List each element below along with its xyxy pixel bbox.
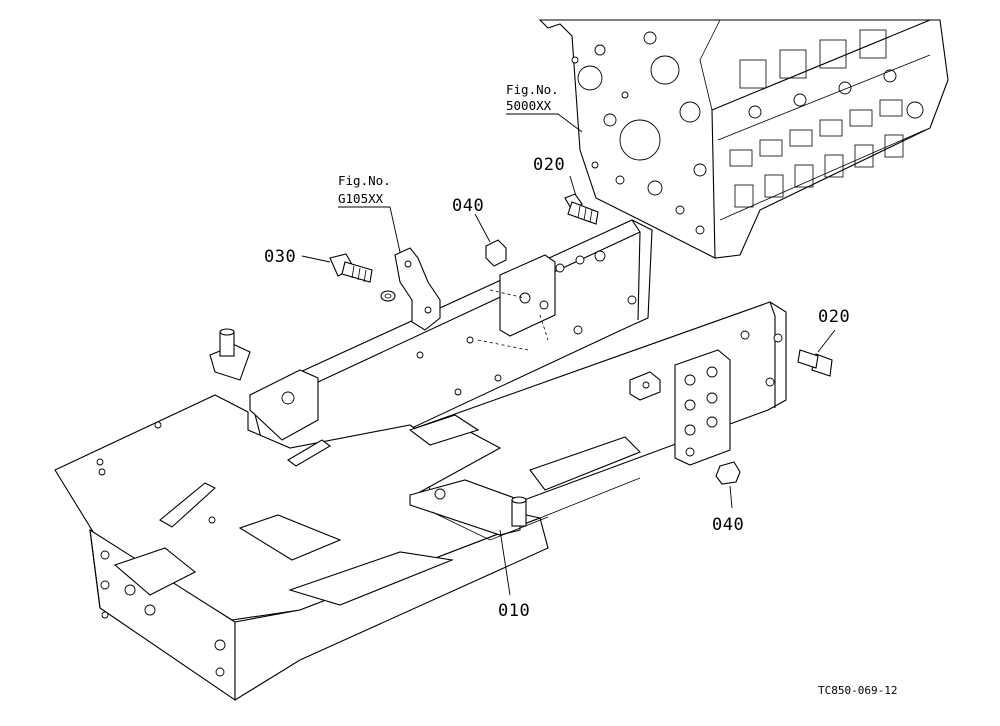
callout-020-right-label: 020 (818, 307, 850, 327)
bolt-020-top (564, 193, 599, 225)
fig-ref-engine: Fig.No. 5000XX (506, 82, 583, 133)
callout-040-bottom-label: 040 (712, 515, 744, 535)
callout-030-label: 030 (264, 247, 296, 267)
bracket-g105xx (394, 247, 441, 331)
bolt-030 (329, 253, 396, 302)
nut-040-bottom (715, 461, 741, 485)
drawing-id: TC850-069-12 (818, 684, 897, 697)
main-frame (54, 328, 549, 702)
fig-ref-engine-label: Fig.No. (506, 82, 559, 97)
callout-020-right: 020 (817, 307, 850, 353)
callout-040-bottom: 040 (712, 485, 744, 535)
callout-030: 030 (264, 247, 331, 267)
callout-020-top-label: 020 (533, 155, 565, 175)
fig-ref-engine-number: 5000XX (506, 98, 552, 113)
bolt-020-right (797, 349, 833, 377)
fig-ref-bracket-number: G105XX (338, 191, 384, 206)
callout-020-top: 020 (533, 155, 577, 197)
engine-block (538, 19, 949, 259)
nut-040-top (485, 239, 507, 267)
callout-010-label: 010 (498, 601, 530, 621)
callout-040-top-label: 040 (452, 196, 484, 216)
fig-ref-bracket: Fig.No. G105XX (338, 173, 401, 253)
engine-side-details (717, 29, 931, 221)
callout-010: 010 (498, 529, 530, 621)
callout-040-top: 040 (452, 196, 491, 243)
fig-ref-bracket-label: Fig.No. (338, 173, 391, 188)
